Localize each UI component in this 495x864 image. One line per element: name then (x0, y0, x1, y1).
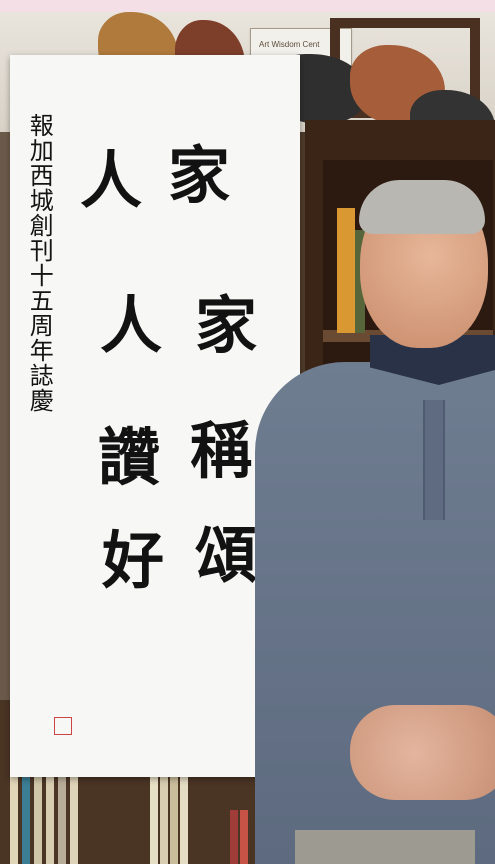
book-stack (337, 208, 355, 333)
calligraphy-character: 家 (195, 289, 258, 362)
calligraphy-scroll: 家 人 家 人 稱 讚 頌 好 報加西城創刊十五周年誌慶 (10, 55, 300, 777)
elderly-man (255, 180, 495, 864)
book (22, 769, 30, 864)
folded-hands (350, 705, 495, 800)
book (170, 769, 178, 864)
shirt-placket (423, 400, 445, 520)
top-border (0, 0, 495, 12)
hair (359, 180, 485, 234)
book (46, 769, 54, 864)
book (58, 769, 66, 864)
calligraphy-character: 好 (102, 524, 165, 597)
calligraphy-character: 人 (80, 144, 143, 217)
book (10, 769, 18, 864)
calligraphy-character: 頌 (195, 519, 258, 592)
book (230, 810, 238, 864)
trousers (295, 830, 475, 864)
calligraphy-character: 家 (168, 139, 231, 212)
calligraphy-character: 人 (100, 289, 163, 362)
book (240, 810, 248, 864)
calligraphy-character: 讚 (98, 421, 161, 494)
book (150, 769, 158, 864)
book (70, 769, 78, 864)
inscription-column: 報加西城創刊十五周年誌慶 (25, 113, 54, 413)
book (180, 769, 188, 864)
calligraphy-character: 稱 (190, 414, 253, 487)
book (34, 769, 42, 864)
red-seal (54, 717, 72, 735)
book (160, 769, 168, 864)
